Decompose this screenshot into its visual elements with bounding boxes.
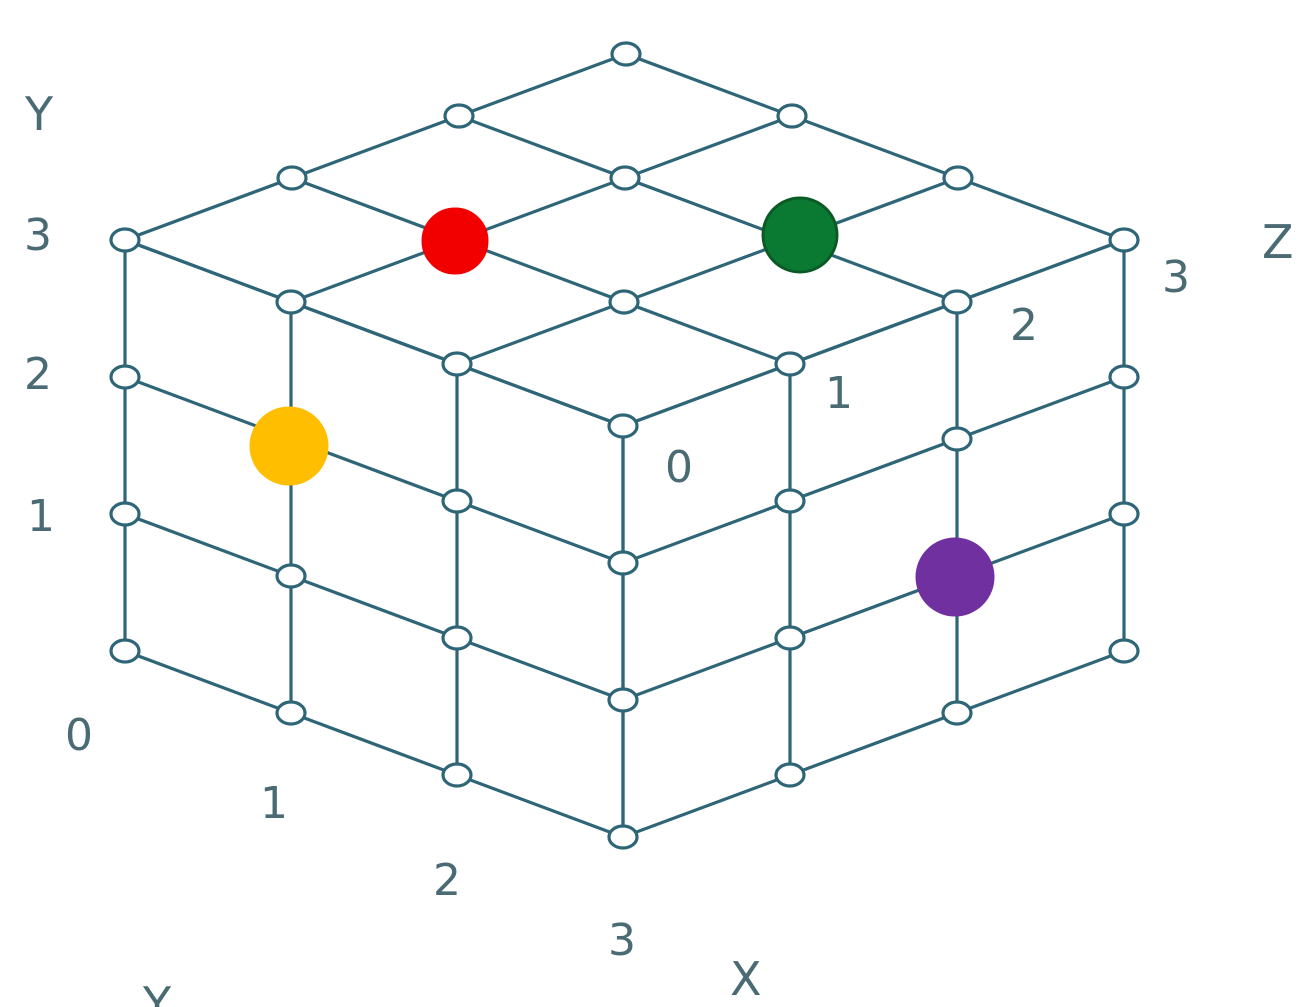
z-tick-2: 2 (1010, 300, 1038, 351)
x-axis-label: X (730, 952, 762, 1006)
z-tick-1: 1 (825, 368, 853, 419)
lattice-node (609, 165, 641, 191)
y-tick-1: 1 (27, 491, 55, 542)
lattice-node (941, 289, 973, 315)
right-grid-line (621, 512, 1126, 702)
z-tick-3: 3 (1162, 252, 1190, 303)
lattice-node (109, 364, 141, 390)
front-grid-line (123, 649, 625, 839)
lattice-node (109, 227, 141, 253)
x-tick-2: 2 (433, 855, 461, 906)
lattice-node (109, 501, 141, 527)
lattice-node (443, 103, 475, 129)
lattice-node (941, 426, 973, 452)
y-tick-3: 3 (24, 210, 52, 261)
z-axis-label: Z (1262, 215, 1294, 269)
lattice-node (441, 625, 473, 651)
lattice-node (608, 289, 640, 315)
purple-marker (915, 537, 995, 617)
lattice-node (441, 762, 473, 788)
front-grid-line (123, 512, 625, 702)
lattice-node (607, 687, 639, 713)
lattice-node (607, 413, 639, 439)
right-grid-line (621, 238, 1126, 428)
lattice-node (941, 700, 973, 726)
lattice-node (774, 488, 806, 514)
right-grid-line (621, 649, 1126, 839)
lattice-node (942, 165, 974, 191)
lattice-node (1108, 364, 1140, 390)
lattice-node (774, 625, 806, 651)
green-marker (761, 196, 839, 274)
x-tick-1: 1 (260, 778, 288, 829)
right-grid-line (621, 375, 1126, 565)
lattice-node (276, 165, 308, 191)
top-grid-line (123, 52, 628, 242)
lattice-node (1108, 227, 1140, 253)
top-grid-line (457, 114, 959, 304)
top-grid-line (455, 176, 960, 366)
lattice-node (1108, 638, 1140, 664)
lattice-node (441, 488, 473, 514)
lattice-node (109, 638, 141, 664)
markers (249, 196, 995, 617)
z-tick-0: 0 (665, 442, 693, 493)
lattice-node (774, 762, 806, 788)
top-grid-line (289, 114, 794, 304)
top-grid-line (624, 52, 1126, 242)
grid-nodes (109, 41, 1140, 850)
lattice-node (610, 41, 642, 67)
front-grid-line (123, 375, 625, 565)
lattice-node (774, 351, 806, 377)
axis-labels: Y Z X Y 3 2 1 0 1 2 3 3 2 1 0 (24, 87, 1294, 1007)
y-tick-0: 0 (65, 710, 93, 761)
lattice-node (275, 700, 307, 726)
yellow-marker (249, 406, 329, 486)
lattice-node (441, 351, 473, 377)
lattice-node (776, 103, 808, 129)
x-tick-3: 3 (608, 915, 636, 966)
lattice-node (607, 550, 639, 576)
lattice-node (607, 824, 639, 850)
y-axis-label: Y (24, 87, 54, 141)
lattice-node (1108, 501, 1140, 527)
lattice-node (275, 289, 307, 315)
grid-lines (123, 52, 1126, 839)
lattice-node (275, 563, 307, 589)
front-grid-line (123, 238, 625, 428)
y-tick-2: 2 (24, 349, 52, 400)
top-grid-line (290, 176, 792, 366)
red-marker (421, 207, 489, 275)
bottom-y-label: Y (142, 977, 172, 1007)
